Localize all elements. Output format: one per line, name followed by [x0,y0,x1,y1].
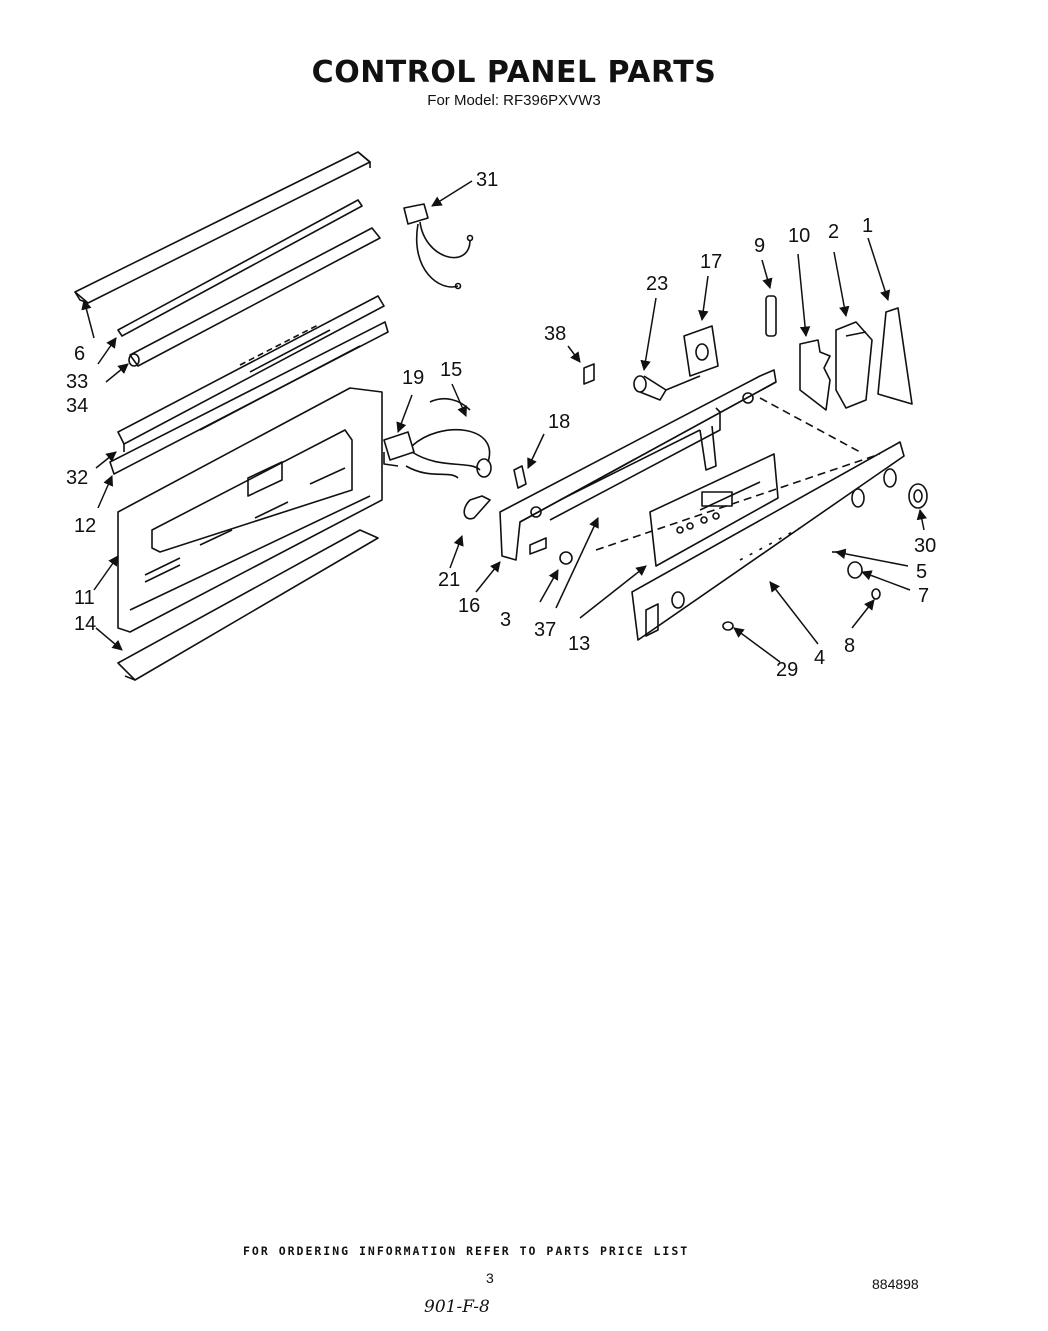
part-13-board [649,453,779,567]
part-11-panel [117,387,383,633]
callout-15: 15 [440,359,462,381]
ordering-note: FOR ORDERING INFORMATION REFER TO PARTS … [243,1244,690,1258]
callout-18: 18 [548,411,570,433]
part-2-trim [835,321,873,409]
part-14-bottom-trim [117,529,379,681]
callout-37: 37 [534,619,556,641]
callout-8: 8 [844,635,855,657]
part-19-switch [383,431,415,467]
part-9-button [765,295,777,337]
callout-4: 4 [814,647,825,669]
callout-34: 34 [66,395,88,417]
callout-labels: 31 6 33 34 32 12 11 14 19 15 21 16 18 38… [66,169,936,681]
callout-7: 7 [918,585,929,607]
part-17-module [683,325,719,377]
callout-5: 5 [916,561,927,583]
callout-21: 21 [438,569,460,591]
callout-6: 6 [74,343,85,365]
callout-29: 29 [776,659,798,681]
callout-13: 13 [568,633,590,655]
callout-9: 9 [754,235,765,257]
part-16-console [499,369,777,561]
part-34-tube [128,227,381,367]
part-10-bracket [799,339,831,411]
part-1-endcap [877,307,913,405]
callout-16: 16 [458,595,480,617]
callout-11: 11 [74,587,95,609]
part-33-strip [117,199,363,337]
page-title: CONTROL PANEL PARTS [311,55,717,90]
callout-2: 2 [828,221,839,243]
callout-14: 14 [74,613,96,635]
part-4-faceplate [595,397,905,641]
handwritten-note: 901-F-8 [424,1297,490,1317]
part-12-rail [109,321,389,475]
part-38-clip [583,363,595,385]
part-8-screw [871,588,881,600]
callout-33: 33 [66,371,88,393]
part-21-clip [463,495,491,520]
callout-38: 38 [544,323,566,345]
part-29-screw [722,621,734,631]
part-6-top-trim [74,151,371,304]
callout-1: 1 [862,215,873,237]
part-23-switch [633,375,701,401]
callout-12: 12 [74,515,96,537]
callout-31: 31 [476,169,498,191]
page-number: 3 [486,1270,494,1286]
part-15-wires [405,398,492,479]
part-18-clip [513,465,527,489]
callout-17: 17 [700,251,722,273]
part-3-bushing [559,551,573,565]
callout-19: 19 [402,367,424,389]
callout-30: 30 [914,535,936,557]
callout-23: 23 [646,273,668,295]
document-number: 884898 [872,1276,919,1292]
callout-3: 3 [500,609,511,631]
model-subtitle: For Model: RF396PXVW3 [427,92,601,109]
leader-arrows [81,180,928,663]
part-32-rail [117,295,385,452]
part-30-knob [908,483,928,509]
part-7-grommet [847,561,863,579]
callout-32: 32 [66,467,88,489]
callout-10: 10 [788,225,810,247]
part-31-harness [403,203,474,290]
